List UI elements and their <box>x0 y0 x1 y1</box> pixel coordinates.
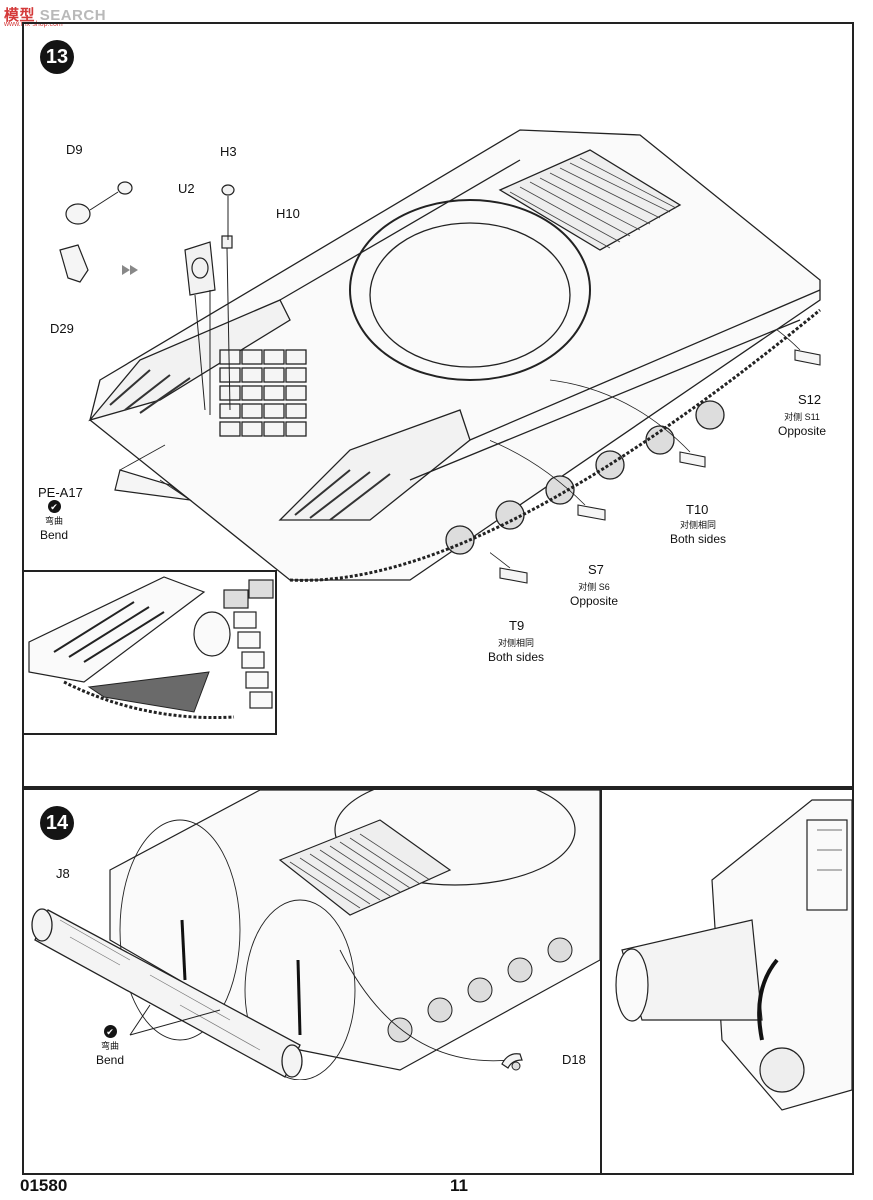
note-t9-both-sides: 对侧相同 Both sides <box>488 638 545 664</box>
step-14-detail-illustration <box>615 799 852 1111</box>
part-h3-h10-bracket-illustration <box>184 184 235 415</box>
step-14-tank-rear-illustration <box>109 790 600 1080</box>
label-s7: S7 <box>588 562 604 577</box>
part-d18-illustration <box>501 1053 523 1071</box>
pe-a17-photo-etch-illustration <box>114 444 193 501</box>
label-u2: U2 <box>178 181 195 196</box>
label-h3: H3 <box>220 144 237 159</box>
part-d9-u2-d29-illustration <box>59 181 138 283</box>
label-t9: T9 <box>509 618 525 633</box>
kit-number: 01580 <box>20 1176 68 1195</box>
label-h10: H10 <box>276 206 300 221</box>
watermark-domain: www.mx-shop.com <box>4 21 63 28</box>
step-13-tank-hull-illustration <box>88 129 821 582</box>
bend-pointer-lines <box>129 1004 221 1036</box>
step-13-badge: 13 <box>40 40 74 74</box>
step-14-detail-panel <box>600 788 854 1175</box>
step-14-badge: 14 <box>40 806 74 840</box>
label-j8: J8 <box>56 866 70 881</box>
label-d9: D9 <box>66 142 83 157</box>
bend-note-step14: ✔ 弯曲 Bend <box>96 1025 125 1067</box>
step-13-panel <box>22 22 854 788</box>
label-d29: D29 <box>50 321 74 336</box>
watermark-logo: 模型 SEARCH <box>4 7 107 24</box>
bend-note-step13: ✔ 弯曲 Bend <box>40 500 69 542</box>
bend-icon: ✔ <box>47 500 61 513</box>
part-j8-log-illustration <box>31 908 303 1078</box>
bend-icon: ✔ <box>103 1025 117 1038</box>
label-pe-a17: PE-A17 <box>38 485 83 500</box>
note-t10-both-sides: 对侧相同 Both sides <box>670 520 727 546</box>
page-number: 11 <box>450 1176 468 1195</box>
note-s12-opposite: 对侧 S11 Opposite <box>778 412 827 438</box>
label-s12: S12 <box>798 392 822 407</box>
label-t10: T10 <box>686 502 709 517</box>
part-s-t-clips-illustration <box>490 330 821 584</box>
step-13-inset-illustration <box>28 576 274 720</box>
note-s7-opposite: 对侧 S6 Opposite <box>570 582 619 608</box>
label-d18: D18 <box>562 1052 586 1067</box>
